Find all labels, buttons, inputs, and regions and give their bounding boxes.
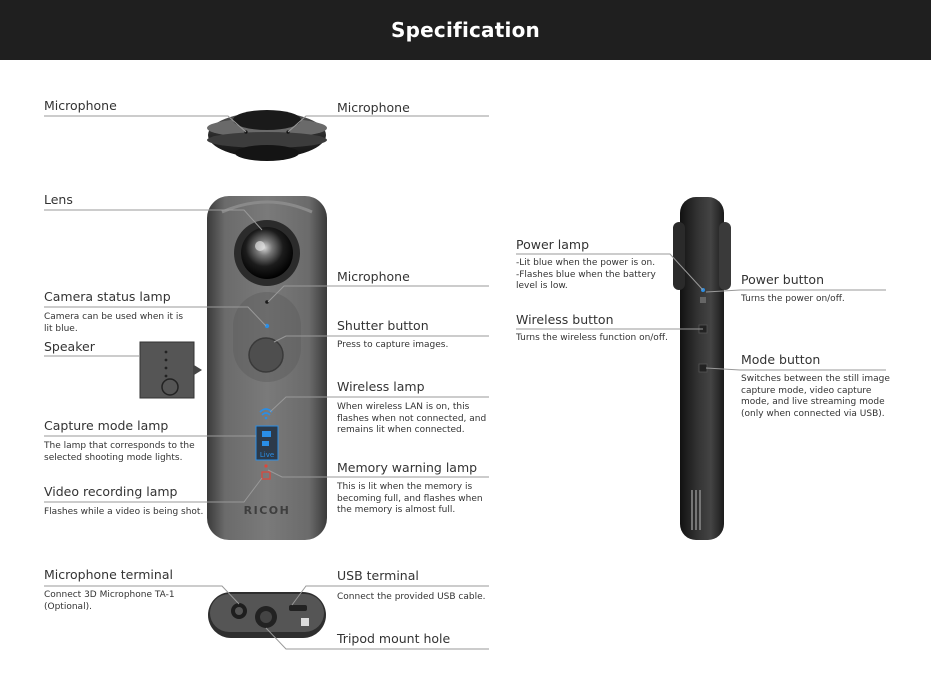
page-header: Specification [0, 0, 931, 60]
usb-terminal-label: USB terminal [337, 568, 419, 583]
leader-lines [44, 115, 886, 650]
speaker-inset [139, 341, 202, 399]
power-lamp-label: Power lamp [516, 237, 590, 252]
capture-mode-lamp-desc: The lamp that corresponds to the selecte… [44, 441, 195, 463]
mode-button-desc: Switches between the still image capture… [741, 374, 890, 419]
brand-logo: RICOH [244, 504, 291, 517]
shutter-button-label: Shutter button [337, 318, 429, 333]
page-title: Specification [391, 18, 540, 42]
wireless-button-label: Wireless button [516, 312, 614, 327]
live-indicator-label: Live [260, 451, 274, 459]
video-recording-lamp-label: Video recording lamp [44, 484, 178, 499]
video-recording-lamp-desc: Flashes while a video is being shot. [44, 507, 204, 517]
camera-top-view [207, 110, 327, 161]
microphone-top-left-label: Microphone [44, 98, 117, 113]
microphone-terminal-desc: Connect 3D Microphone TA-1 (Optional). [44, 590, 175, 612]
usb-terminal-desc: Connect the provided USB cable. [337, 592, 486, 602]
power-lamp-desc: -Lit blue when the power is on. -Flashes… [516, 258, 656, 291]
memory-warning-lamp-label: Memory warning lamp [337, 460, 478, 475]
camera-bottom-view [208, 592, 326, 638]
power-button-label: Power button [741, 272, 824, 287]
camera-front-view: Live RICOH [207, 196, 327, 540]
capture-mode-lamp-label: Capture mode lamp [44, 418, 169, 433]
wireless-button-desc: Turns the wireless function on/off. [516, 333, 668, 343]
power-button-desc: Turns the power on/off. [741, 294, 845, 304]
tripod-mount-hole-label: Tripod mount hole [337, 631, 451, 646]
mode-button-label: Mode button [741, 352, 821, 367]
microphone-top-right-label: Microphone [337, 100, 410, 115]
wireless-lamp-desc: When wireless LAN is on, this flashes wh… [337, 402, 487, 435]
lens-label: Lens [44, 192, 73, 207]
wireless-lamp-label: Wireless lamp [337, 379, 425, 394]
camera-status-lamp-label: Camera status lamp [44, 289, 171, 304]
microphone-terminal-label: Microphone terminal [44, 567, 173, 582]
camera-status-lamp-desc: Camera can be used when it is lit blue. [44, 312, 184, 334]
memory-warning-lamp-desc: This is lit when the memory is becoming … [337, 482, 483, 515]
camera-side-view [673, 197, 731, 540]
shutter-button-desc: Press to capture images. [337, 340, 449, 350]
microphone-front-label: Microphone [337, 269, 410, 284]
speaker-label: Speaker [44, 339, 95, 354]
